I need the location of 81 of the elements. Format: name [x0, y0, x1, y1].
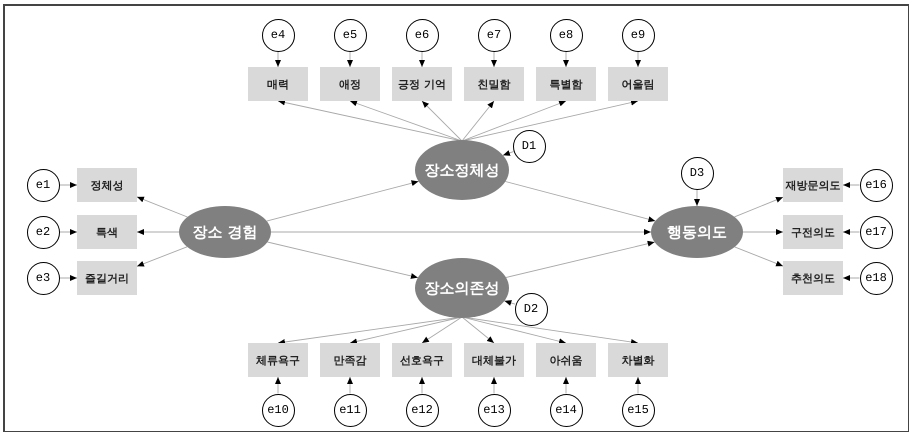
- error-circle: e6: [406, 18, 438, 52]
- indicator-box: 아쉬움: [536, 343, 596, 377]
- arrow: [275, 51, 281, 68]
- latent-ellipse: 장소 경험: [179, 206, 271, 258]
- arrow: [59, 182, 78, 188]
- error-circle: e7: [478, 18, 510, 52]
- arrow: [275, 376, 281, 394]
- arrow: [734, 196, 784, 218]
- error-circle: e9: [622, 18, 654, 52]
- indicator-box: 애정: [320, 67, 380, 101]
- arrow: [350, 100, 462, 142]
- arrow: [563, 376, 569, 394]
- latent-ellipse: 장소의존성: [415, 258, 509, 318]
- arrow: [842, 275, 860, 281]
- error-circle: e3: [26, 262, 60, 294]
- arrow: [347, 51, 353, 68]
- error-circle: D3: [680, 156, 714, 190]
- error-circle: e8: [550, 18, 582, 52]
- arrow: [419, 51, 425, 68]
- arrow: [422, 316, 462, 344]
- indicator-box: 구전의도: [783, 215, 843, 249]
- arrow: [635, 51, 641, 68]
- indicator-box: 재방문의도: [783, 168, 843, 202]
- indicator-box: 긍정 기억: [392, 67, 452, 101]
- indicator-box: 선호욕구: [392, 343, 452, 377]
- error-circle: e17: [860, 216, 892, 248]
- error-circle: e13: [478, 394, 510, 426]
- error-circle: e5: [334, 18, 366, 52]
- indicator-box: 즐길거리: [77, 261, 137, 295]
- arrow: [422, 100, 462, 142]
- arrow: [136, 196, 188, 218]
- indicator-box: 만족감: [320, 343, 380, 377]
- arrow: [734, 246, 784, 267]
- arrow: [842, 229, 860, 235]
- arrow: [635, 376, 641, 394]
- latent-ellipse: 행동의도: [651, 206, 743, 258]
- error-circle: e1: [26, 168, 60, 202]
- arrow: [563, 51, 569, 68]
- error-circle: e16: [860, 168, 892, 202]
- error-circle: e18: [860, 262, 892, 294]
- indicator-box: 특별함: [536, 67, 596, 101]
- indicator-box: 정체성: [77, 168, 137, 202]
- arrow: [59, 275, 78, 281]
- error-circle: e14: [550, 394, 582, 426]
- indicator-box: 대체불가: [464, 343, 524, 377]
- indicator-box: 특색: [77, 215, 137, 249]
- arrow: [491, 376, 497, 394]
- indicator-box: 친밀함: [464, 67, 524, 101]
- latent-ellipse: 장소정체성: [415, 140, 509, 200]
- error-circle: e2: [26, 216, 60, 248]
- error-circle: D1: [512, 130, 546, 162]
- arrow: [462, 316, 494, 344]
- error-circle: e15: [622, 394, 654, 426]
- arrow: [842, 182, 860, 188]
- arrow: [504, 300, 516, 306]
- arrow: [59, 229, 78, 235]
- error-circle: e11: [334, 394, 366, 426]
- arrow: [462, 100, 494, 142]
- arrow: [136, 246, 188, 267]
- indicator-box: 체류욕구: [248, 343, 308, 377]
- error-circle: e10: [262, 394, 294, 426]
- error-circle: D2: [514, 292, 548, 326]
- arrow: [742, 229, 784, 235]
- arrow: [347, 376, 353, 394]
- indicator-box: 어울림: [608, 67, 668, 101]
- arrow: [136, 229, 180, 235]
- arrow: [502, 150, 514, 156]
- arrow: [694, 189, 700, 206]
- error-circle: e4: [262, 18, 294, 52]
- arrow: [504, 181, 656, 222]
- arrow: [266, 180, 419, 222]
- error-circle: e12: [406, 394, 438, 426]
- arrow: [462, 100, 566, 142]
- arrow: [266, 242, 418, 279]
- arrow: [506, 240, 656, 278]
- indicator-box: 추천의도: [783, 261, 843, 295]
- arrow: [491, 51, 497, 68]
- arrow: [270, 229, 652, 235]
- indicator-box: 매력: [248, 67, 308, 101]
- indicator-box: 차별화: [608, 343, 668, 377]
- arrow: [419, 376, 425, 394]
